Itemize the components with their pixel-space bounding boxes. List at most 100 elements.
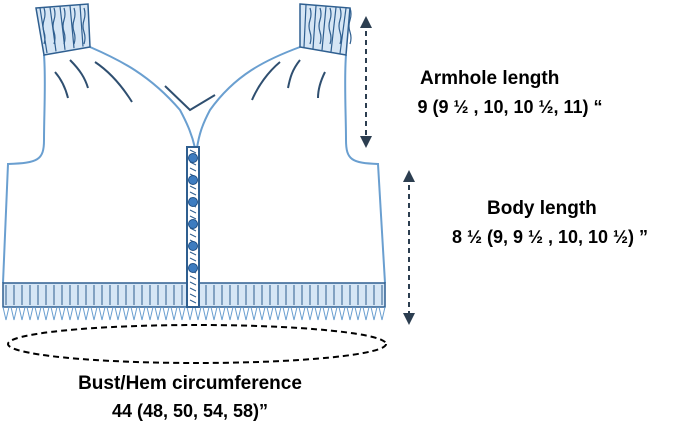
hem-fringe-tooth [266, 306, 274, 321]
rib-column [79, 4, 84, 47]
band-stitch [189, 167, 197, 172]
shoulder-shading-right [251, 59, 326, 101]
hem-fringe-tooth [218, 306, 226, 321]
hem-fringe-tooth [186, 306, 194, 321]
body-length-value: 8 ½ (9, 9 ½ , 10, 10 ½) ” [451, 227, 649, 247]
hem-fringe-tooth [18, 306, 26, 321]
hem-fringe-tooth [330, 306, 338, 321]
hem-fringe-tooth [154, 306, 162, 321]
hem-fringe-tooth [202, 306, 210, 321]
band-stitch [189, 149, 197, 154]
hem-fringe-tooth [258, 306, 266, 321]
rib-stitch [328, 7, 332, 45]
button-icon [188, 241, 198, 251]
rib-stitch [72, 7, 76, 45]
hem-fringe-tooth [338, 306, 346, 321]
hem-fringe-tooth [226, 306, 234, 321]
hem-fringe-tooth [26, 306, 34, 321]
rib-column [312, 5, 317, 49]
circumference-ellipse [7, 324, 387, 364]
band-stitch [189, 215, 197, 220]
hem-fringe-tooth [66, 306, 74, 321]
hem-fringe-tooth [274, 306, 282, 321]
hem-fringe-tooth [322, 306, 330, 321]
hem-fringe-tooth [82, 306, 90, 321]
hem-fringe-tooth [210, 306, 218, 321]
button-icon [188, 175, 198, 185]
rib-column [321, 6, 327, 51]
hem-fringe-tooth [90, 306, 98, 321]
hem-fringe-tooth [298, 306, 306, 321]
hem-fringe-tooth [282, 306, 290, 321]
hem-fringe-tooth [138, 306, 146, 321]
band-stitch [189, 293, 197, 298]
band-stitch [189, 251, 197, 256]
hem-fringe-tooth [146, 306, 154, 321]
band-stitch [189, 275, 197, 280]
hem-fringe-tooth [74, 306, 82, 321]
hem-fringe-tooth [98, 306, 106, 321]
hem-fringe-tooth [234, 306, 242, 321]
armhole-dimension-arrow [360, 16, 372, 148]
hem-fringe-tooth [114, 306, 122, 321]
hem-fringe-tooth [106, 306, 114, 321]
hem-fringe-tooth [178, 306, 186, 321]
band-stitch [189, 209, 197, 214]
bust-circumference-title: Bust/Hem circumference [78, 373, 302, 394]
rib-stitch [308, 7, 312, 45]
hem-fringe-tooth [378, 306, 386, 321]
body-length-title: Body length [487, 198, 597, 219]
rib-stitch [82, 7, 86, 45]
shoulder-ribbing-left [35, 3, 91, 56]
rib-column [339, 8, 347, 54]
bust-circumference-value: 44 (48, 50, 54, 58)” [111, 401, 269, 421]
rib-stitch [338, 7, 342, 45]
hem-fringe-tooth [362, 306, 370, 321]
band-stitch [189, 233, 197, 238]
hem-fringe-tooth [306, 306, 314, 321]
shoulder-ribbing-right [299, 3, 352, 56]
hem-fringe-tooth [290, 306, 298, 321]
band-stitch [189, 281, 197, 286]
hem-fringe-tooth [346, 306, 354, 321]
hem-fringe-tooth [58, 306, 66, 321]
hem-fringe-tooth [34, 306, 42, 321]
rib-stitch [318, 7, 322, 45]
hem-fringe-tooth [170, 306, 178, 321]
band-stitch [189, 185, 197, 190]
vest-right-outline [196, 46, 386, 284]
hem-fringe-tooth [162, 306, 170, 321]
body-dimension-arrow [403, 170, 415, 325]
shoulder-shading-left [54, 59, 133, 103]
vest-left-outline [2, 46, 196, 284]
band-stitch [189, 257, 197, 262]
rib-stitch [62, 7, 66, 45]
button-band [186, 146, 200, 308]
hem-fringe-tooth [354, 306, 362, 321]
band-stitch [189, 299, 197, 304]
armhole-length-value: 9 (9 ½ , 10, 10 ½, 11) “ [417, 97, 603, 117]
hem-fringe-tooth [10, 306, 18, 321]
hem-fringe-tooth [50, 306, 58, 321]
button-icon [188, 263, 198, 273]
button-icon [188, 219, 198, 229]
band-stitch [189, 191, 197, 196]
hem-fringe-tooth [314, 306, 322, 321]
armhole-length-title: Armhole length [420, 68, 560, 89]
rib-column [303, 4, 307, 48]
hem-fringe-tooth [194, 306, 202, 321]
hem-fringe-tooth [242, 306, 250, 321]
button-icon [188, 153, 198, 163]
hem-fringe-tooth [42, 306, 50, 321]
hem-fringe-tooth [2, 306, 10, 321]
hem-fringe-tooth [370, 306, 378, 321]
hem-fringe-tooth [250, 306, 258, 321]
hem-fringe-tooth [130, 306, 138, 321]
neckline-back [164, 85, 216, 112]
button-icon [188, 197, 198, 207]
band-stitch [189, 287, 197, 292]
rib-stitch [348, 7, 352, 45]
rib-column [330, 7, 337, 52]
rib-stitch [52, 7, 56, 45]
